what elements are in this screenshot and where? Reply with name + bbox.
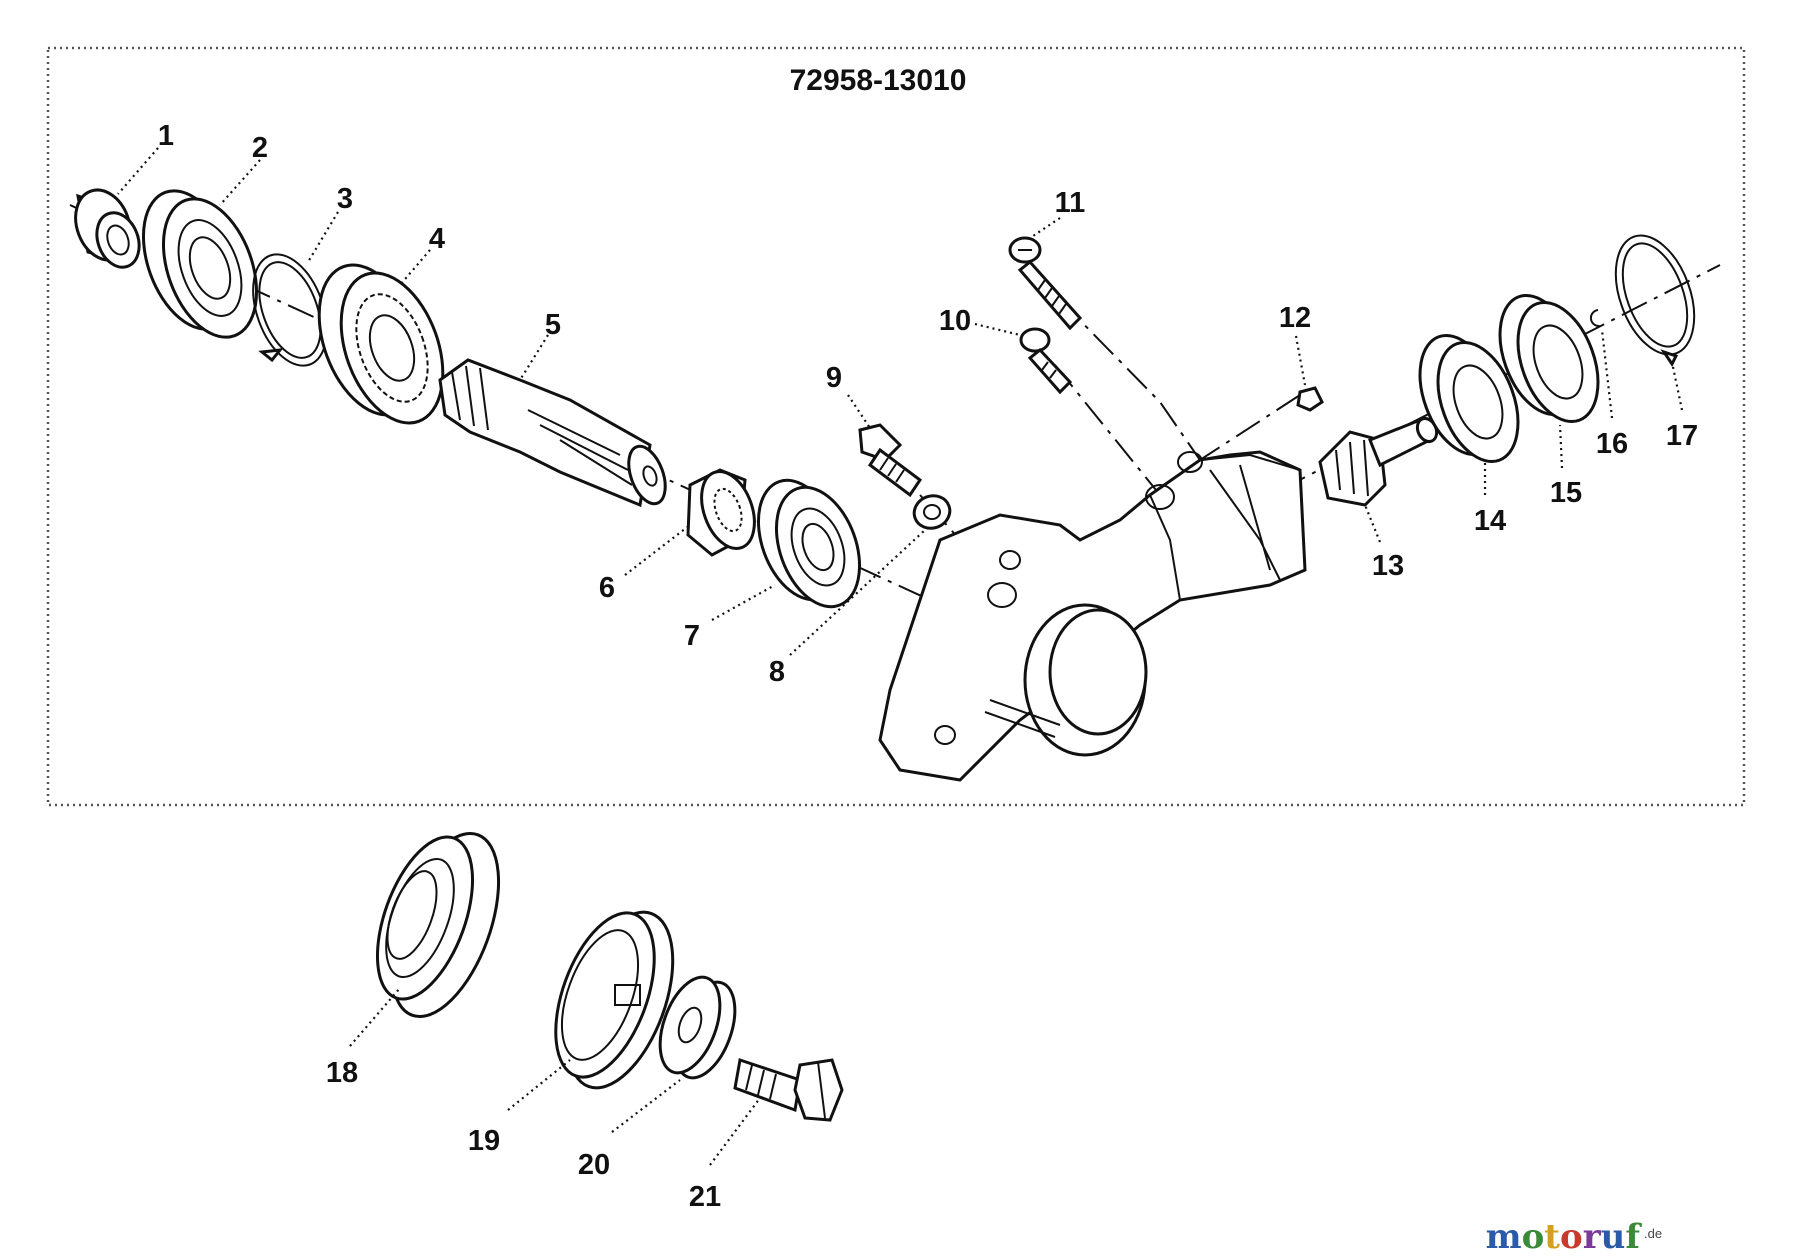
leader-15 [1558, 424, 1564, 469]
callout-20: 20 [578, 1149, 610, 1181]
assembly-frame [46, 46, 1746, 807]
watermark-suffix: .de [1644, 1226, 1662, 1241]
bolt-10-axis [1054, 364, 1161, 496]
leader-13 [1363, 504, 1382, 543]
leader-9 [847, 394, 871, 429]
leader-19 [507, 1059, 571, 1111]
callout-5: 5 [545, 309, 561, 341]
callout-19: 19 [468, 1125, 500, 1157]
leader-11 [1029, 217, 1061, 239]
callout-18: 18 [326, 1057, 358, 1089]
callout-8: 8 [769, 656, 785, 688]
leader-5 [519, 334, 549, 381]
part-14-bearing [1418, 333, 1520, 464]
leader-2 [219, 159, 261, 206]
part-9-bolt [858, 423, 923, 498]
leader-17 [1670, 361, 1684, 411]
leader-6 [624, 524, 691, 576]
part-20-nut [658, 975, 737, 1080]
callout-21: 21 [689, 1181, 721, 1213]
assembly-number: 72958-13010 [790, 64, 967, 97]
part-6-bevel-gear [686, 468, 756, 557]
motoruf-watermark-logo: motoruf .de [1486, 1217, 1662, 1257]
part-5-splined-shaft [438, 358, 667, 508]
leader-1 [117, 147, 159, 195]
leader-10 [974, 322, 1021, 337]
part-4-roller-bearing [317, 263, 445, 425]
svg-text:motoruf: motoruf [1486, 1217, 1643, 1257]
part-2-bearing [141, 189, 259, 339]
callout-10: 10 [939, 305, 971, 337]
leader-8 [789, 529, 926, 656]
part-17-snap-ring [1614, 234, 1696, 367]
part-18-flange [375, 831, 501, 1019]
gear-housing [878, 450, 1307, 782]
callout-13: 13 [1372, 550, 1404, 582]
leader-20 [611, 1079, 681, 1133]
part-11-long-bolt [1008, 236, 1083, 331]
part-21-hex-bolt [733, 1058, 844, 1122]
callout-12: 12 [1279, 302, 1311, 334]
leader-3 [307, 211, 339, 263]
part-16-clip [1589, 309, 1601, 328]
leader-7 [711, 584, 776, 621]
washer-12-axis [1199, 394, 1301, 461]
callout-15: 15 [1550, 477, 1582, 509]
part-12-washer [1296, 386, 1324, 412]
callout-2: 2 [252, 132, 268, 164]
callout-7: 7 [684, 620, 700, 652]
part-15-bearing [1498, 293, 1600, 424]
callout-4: 4 [429, 223, 445, 255]
callout-17: 17 [1666, 420, 1698, 452]
bolt-11-axis [1059, 299, 1201, 461]
callout-1: 1 [158, 120, 174, 152]
part-7-bearing [756, 478, 862, 609]
part-19-cup-washer [554, 910, 675, 1090]
callout-14: 14 [1474, 505, 1506, 537]
callout-6: 6 [599, 572, 615, 604]
part-10-short-bolt [1019, 327, 1073, 395]
leader-21 [709, 1097, 761, 1166]
callout-9: 9 [826, 362, 842, 394]
callout-16: 16 [1596, 428, 1628, 460]
part-1-sleeve [74, 188, 141, 269]
leader-16 [1600, 329, 1614, 419]
callout-11: 11 [1055, 187, 1086, 219]
callout-3: 3 [337, 183, 353, 215]
leader-4 [399, 249, 431, 286]
part-8-washer [912, 494, 952, 530]
part-13-pinion-gear [1318, 416, 1439, 507]
leader-12 [1294, 335, 1307, 386]
leader-18 [349, 987, 401, 1047]
